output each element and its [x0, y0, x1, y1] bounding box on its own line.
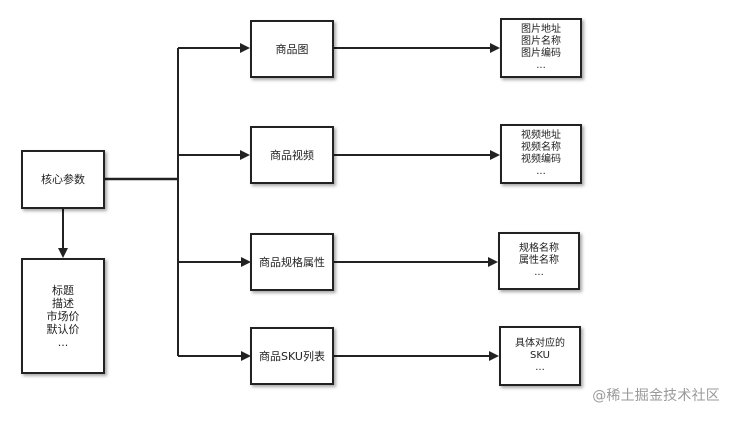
product-spec-node: 商品规格属性 [250, 233, 334, 291]
watermark-text: @稀土掘金技术社区 [592, 388, 720, 404]
sku-fields-node: 具体对应的 SKU ... [499, 326, 581, 386]
basic-info-node: 标题 描述 市场价 默认价 ... [21, 258, 105, 374]
product-video-node: 商品视频 [250, 126, 334, 184]
spec-fields-node: 规格名称 属性名称 ... [498, 232, 580, 290]
product-image-node: 商品图 [250, 20, 334, 78]
video-fields-node: 视频地址 视频名称 视频编码 ... [500, 124, 582, 184]
product-sku-node: 商品SKU列表 [250, 327, 334, 385]
core-params-node: 核心参数 [21, 150, 105, 209]
image-fields-node: 图片地址 图片名称 图片编码 ... [500, 18, 582, 78]
